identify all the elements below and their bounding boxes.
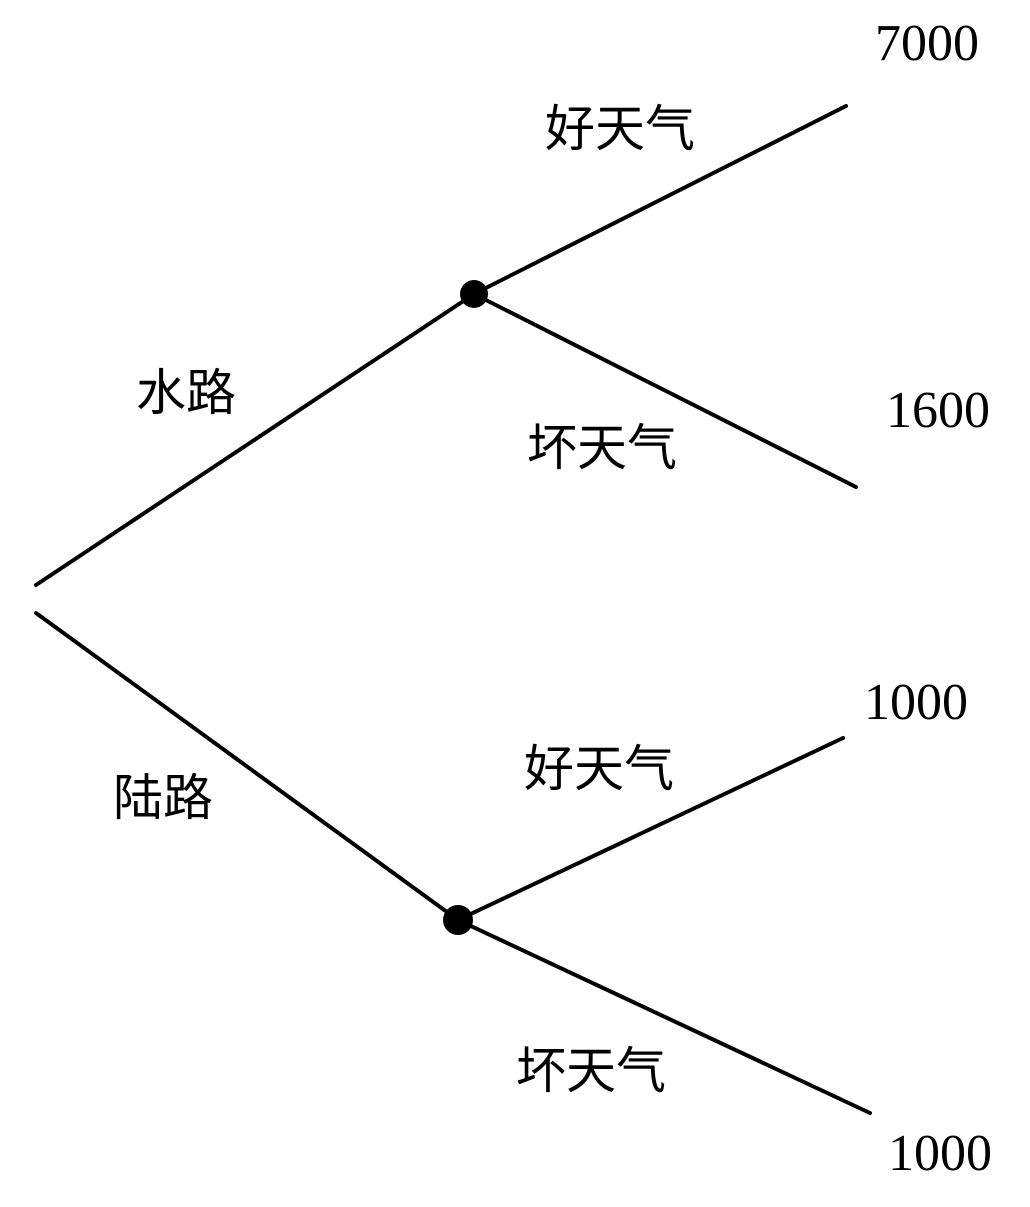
route-label-water: 水路	[136, 364, 236, 422]
chance-node-water	[460, 280, 488, 308]
payoff-value-water-bad-weather: 1600	[886, 382, 990, 439]
outcome-label-water-good-weather: 好天气	[545, 100, 695, 158]
branch-line-water-route	[34, 292, 476, 587]
outcome-label-water-bad-weather: 坏天气	[527, 419, 677, 477]
branch-line-water-good-weather	[472, 104, 848, 296]
payoff-value-water-good-weather: 7000	[875, 15, 979, 72]
route-label-land: 陆路	[113, 769, 213, 827]
outcome-label-land-bad-weather: 坏天气	[516, 1042, 666, 1100]
branch-line-land-good-weather	[456, 736, 845, 922]
outcome-label-land-good-weather: 好天气	[524, 740, 674, 798]
payoff-value-land-bad-weather: 1000	[888, 1125, 992, 1182]
branch-line-land-bad-weather	[456, 918, 872, 1115]
branch-line-land-route	[34, 611, 460, 922]
payoff-value-land-good-weather: 1000	[864, 674, 968, 731]
chance-node-land	[443, 905, 473, 935]
branch-line-water-bad-weather	[472, 292, 858, 489]
